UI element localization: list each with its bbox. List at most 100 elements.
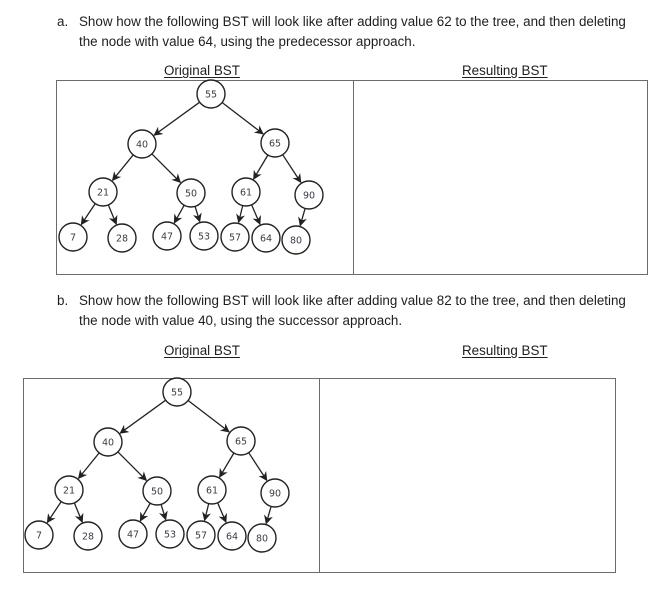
node-label: 80 <box>256 534 268 545</box>
node-circle <box>73 521 103 551</box>
node-circle <box>58 222 88 252</box>
node-label: 50 <box>185 189 197 200</box>
node-label: 90 <box>303 191 315 202</box>
tree-edge-arrow <box>251 204 261 226</box>
node-label: 40 <box>136 140 148 151</box>
node-label: 80 <box>290 236 302 247</box>
tree-node-64: 64 <box>251 223 281 253</box>
node-circle <box>162 377 192 407</box>
node-circle <box>197 475 227 505</box>
node-circle <box>247 523 277 553</box>
node-circle <box>107 223 137 253</box>
tree-node-55: 55 <box>196 79 226 109</box>
tree-edge-arrow <box>80 203 96 226</box>
node-circle <box>260 478 290 508</box>
node-circle <box>155 519 185 549</box>
tree-edge-arrow <box>264 506 273 525</box>
tree-node-21: 21 <box>88 177 118 207</box>
tree-node-61: 61 <box>197 475 227 505</box>
node-circle <box>281 225 311 255</box>
question-b-line2: the node with value 40, using the succes… <box>79 313 403 328</box>
node-circle <box>251 223 281 253</box>
tree-node-65: 65 <box>226 426 256 456</box>
question-b-original-caption: Original BST <box>164 343 240 358</box>
tree-edge-arrow <box>117 451 148 482</box>
question-b-answer-table <box>23 378 616 573</box>
tree-edge-arrow <box>46 501 62 524</box>
node-circle <box>142 476 172 506</box>
question-b-line1: Show how the following BST will look lik… <box>79 293 626 308</box>
tree-node-90: 90 <box>260 478 290 508</box>
tree-node-61: 61 <box>231 177 261 207</box>
tree-node-7: 7 <box>58 222 88 252</box>
tree-node-40: 40 <box>127 129 157 159</box>
tree-edge-arrow <box>153 101 201 136</box>
node-circle <box>88 177 118 207</box>
tree-edge-arrow <box>282 154 302 184</box>
tree-node-50: 50 <box>176 178 206 208</box>
tree-node-80: 80 <box>281 225 311 255</box>
tree-node-28: 28 <box>73 521 103 551</box>
node-circle <box>24 520 54 550</box>
node-label: 47 <box>161 232 173 243</box>
question-a: a. Show how the following BST will look … <box>57 12 657 52</box>
tree-node-80: 80 <box>247 523 277 553</box>
node-circle <box>152 221 182 251</box>
tree-node-28: 28 <box>107 223 137 253</box>
tree-node-47: 47 <box>118 519 148 549</box>
node-circle <box>186 520 216 550</box>
question-a-original-caption: Original BST <box>164 63 240 78</box>
question-a-letter: a. <box>57 14 69 29</box>
node-label: 28 <box>82 532 94 543</box>
node-label: 53 <box>198 232 210 243</box>
node-circle <box>226 426 256 456</box>
question-a-divider <box>353 81 354 274</box>
tree-edge-arrow <box>173 204 185 224</box>
tree-edge-arrow <box>139 502 151 522</box>
node-label: 47 <box>127 530 139 541</box>
node-label: 57 <box>229 233 241 244</box>
tree-node-90: 90 <box>294 180 324 210</box>
node-label: 55 <box>171 388 183 399</box>
tree-edge-arrow <box>192 206 202 223</box>
node-label: 21 <box>63 486 75 497</box>
tree-node-55: 55 <box>162 377 192 407</box>
question-a-result-caption: Resulting BST <box>462 63 548 78</box>
question-b-letter: b. <box>57 293 69 308</box>
node-label: 21 <box>97 188 109 199</box>
question-b: b. Show how the following BST will look … <box>57 291 657 331</box>
tree-node-47: 47 <box>152 221 182 251</box>
tree-edge-arrow <box>253 154 269 180</box>
node-circle <box>54 475 84 505</box>
node-label: 57 <box>195 531 207 542</box>
node-circle <box>217 521 247 551</box>
node-label: 55 <box>205 90 217 101</box>
tree-node-57: 57 <box>186 520 216 550</box>
question-b-result-caption: Resulting BST <box>462 343 548 358</box>
node-label: 64 <box>260 234 272 245</box>
tree-node-53: 53 <box>155 519 185 549</box>
node-circle <box>294 180 324 210</box>
node-label: 53 <box>164 530 176 541</box>
tree-edge-arrow <box>158 504 168 521</box>
tree-edge-arrow <box>248 452 268 482</box>
tree-edge-arrow <box>107 204 118 225</box>
tree-edge-arrow <box>221 101 264 135</box>
tree-edge-arrow <box>298 208 307 227</box>
tree-edge-arrow <box>73 502 84 523</box>
tree-node-40: 40 <box>93 427 123 457</box>
node-circle <box>260 128 290 158</box>
node-label: 65 <box>235 437 247 448</box>
node-circle <box>220 222 250 252</box>
node-label: 50 <box>151 487 163 498</box>
tree-edge-arrow <box>219 452 235 478</box>
tree-edge-arrow <box>202 503 211 522</box>
tree-edge-arrow <box>151 153 182 184</box>
node-circle <box>118 519 148 549</box>
tree-node-57: 57 <box>220 222 250 252</box>
node-circle <box>189 221 219 251</box>
node-label: 61 <box>206 486 218 497</box>
